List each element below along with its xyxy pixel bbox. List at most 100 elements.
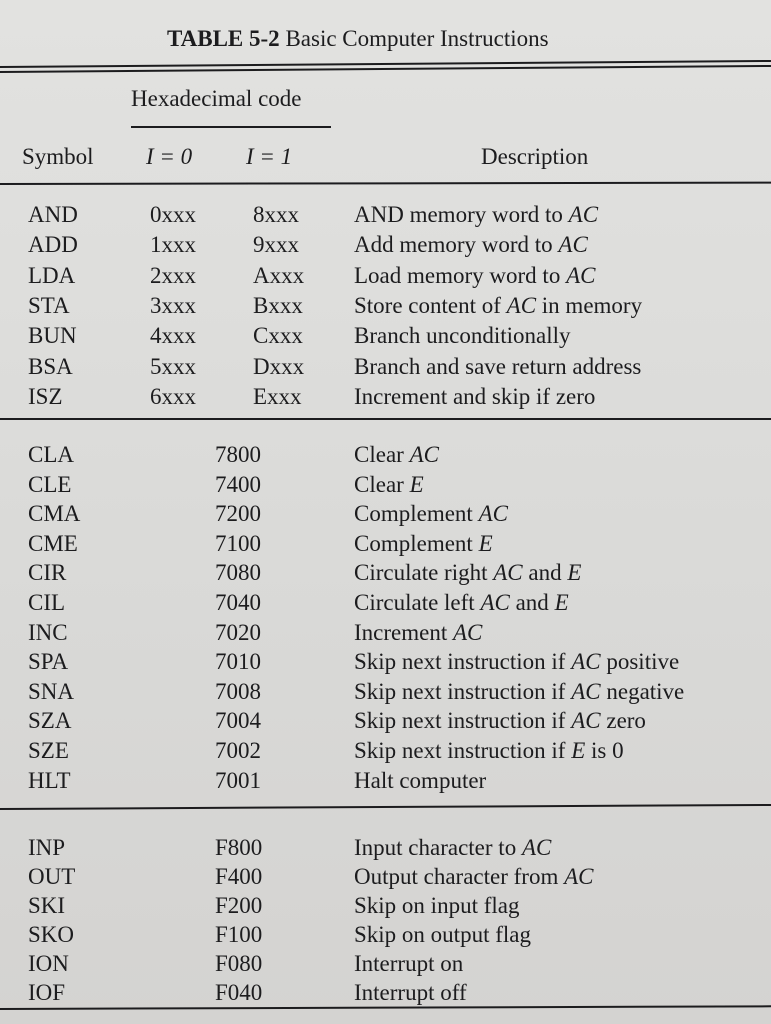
table-row: BUN 4xxx Cxxx Branch unconditionally — [0, 323, 771, 353]
hex-code: 3xxx — [150, 292, 196, 318]
hex-code: 5xxx — [150, 353, 196, 379]
hex-code: F400 — [215, 864, 263, 889]
hex-code: 7010 — [215, 649, 261, 675]
header-rule — [0, 181, 771, 185]
instruction-description: Skip next instruction if AC positive — [354, 649, 680, 675]
hex-code: 7800 — [215, 442, 261, 467]
table-row: INP F800 Input character to AC — [0, 835, 771, 865]
hex-code: 7040 — [215, 590, 261, 615]
instruction-symbol: CLA — [28, 442, 74, 467]
instruction-symbol: BUN — [28, 323, 77, 349]
hex-code: 7008 — [215, 678, 261, 704]
hex-code: 7001 — [215, 767, 261, 793]
table-row: IOF F040 Interrupt off — [0, 980, 771, 1010]
col-i1-label: I = 1 — [246, 144, 293, 169]
instruction-symbol: INP — [28, 835, 66, 860]
instruction-symbol: SZE — [28, 738, 69, 763]
hex-code: Exxx — [253, 383, 302, 409]
section-rule-2 — [0, 803, 771, 810]
hex-code: 7400 — [215, 471, 261, 497]
instruction-symbol: HLT — [28, 767, 71, 793]
instruction-description: Branch and save return address — [354, 353, 642, 379]
hex-code: Axxx — [253, 262, 305, 288]
hex-code: 6xxx — [150, 383, 196, 409]
hex-code: 7100 — [215, 530, 261, 556]
instruction-symbol: SNA — [28, 678, 75, 704]
instruction-description: Clear E — [354, 471, 424, 497]
instruction-symbol: BSA — [28, 353, 73, 379]
table-row: SKI F200 Skip on input flag — [0, 893, 771, 923]
instruction-symbol: ION — [28, 951, 69, 976]
instruction-description: Skip on input flag — [354, 893, 520, 918]
col-symbol: Symbol — [22, 144, 94, 169]
instruction-symbol: IOF — [28, 980, 66, 1005]
col-i1: I = 1 — [246, 144, 292, 170]
instruction-description: Clear AC — [354, 442, 439, 467]
hex-code: Cxxx — [253, 323, 303, 349]
hex-code: 7080 — [215, 560, 261, 586]
instruction-description: Skip on output flag — [354, 922, 531, 947]
hex-code: 8xxx — [253, 202, 299, 227]
instruction-symbol: STA — [28, 292, 70, 318]
instruction-symbol: ADD — [28, 232, 78, 258]
table-caption: Basic Computer Instructions — [285, 26, 549, 51]
instruction-description: AND memory word to AC — [354, 202, 599, 227]
table-row: CIR 7080 Circulate right AC and E — [0, 560, 771, 590]
table-row: CLE 7400 Clear E — [0, 472, 771, 502]
instruction-description: Branch unconditionally — [354, 323, 571, 349]
hex-code-underline — [131, 126, 331, 128]
instruction-symbol: CLE — [28, 471, 72, 497]
instruction-description: Complement AC — [354, 501, 508, 527]
instruction-description: Complement E — [354, 530, 493, 556]
instruction-description: Circulate right AC and E — [354, 560, 582, 586]
instruction-symbol: SKO — [28, 922, 75, 947]
table-title: TABLE 5-2 Basic Computer Instructions — [167, 26, 549, 52]
hex-code: 9xxx — [253, 232, 299, 258]
instruction-symbol: CIR — [28, 560, 67, 586]
instruction-symbol: SPA — [28, 649, 69, 675]
instruction-description: Output character from AC — [354, 864, 594, 889]
instruction-description: Interrupt off — [354, 980, 467, 1005]
hex-code: 1xxx — [150, 232, 196, 258]
instruction-description: Increment AC — [354, 619, 483, 645]
table-row: ADD 1xxx 9xxx Add memory word to AC — [0, 232, 771, 262]
hex-code: F200 — [215, 893, 263, 918]
instruction-description: Load memory word to AC — [354, 262, 596, 288]
hex-code: Bxxx — [253, 292, 303, 318]
instruction-description: Interrupt on — [354, 951, 464, 976]
hex-code: 4xxx — [150, 323, 196, 349]
col-i0-label: I = 0 — [146, 144, 193, 169]
instruction-symbol: LDA — [28, 262, 76, 288]
hex-code: F800 — [215, 835, 263, 860]
table-row: CIL 7040 Circulate left AC and E — [0, 590, 771, 620]
instruction-symbol: INC — [28, 619, 68, 645]
instruction-symbol: CIL — [28, 590, 66, 615]
hex-code-header: Hexadecimal code — [131, 86, 302, 111]
hex-code: Dxxx — [253, 353, 305, 379]
table-row: STA 3xxx Bxxx Store content of AC in memory — [0, 293, 771, 323]
instruction-description: Increment and skip if zero — [354, 383, 596, 409]
instruction-description: Add memory word to AC — [354, 232, 588, 258]
section-rule-1 — [0, 418, 771, 420]
instruction-description: Circulate left AC and E — [354, 590, 569, 615]
instruction-description: Skip next instruction if E is 0 — [354, 738, 624, 763]
col-description: Description — [481, 144, 589, 169]
hex-code: 0xxx — [150, 202, 196, 227]
instruction-description: Input character to AC — [354, 835, 552, 860]
hex-code: F040 — [215, 980, 263, 1005]
table-row: BSA 5xxx Dxxx Branch and save return addres… — [0, 354, 771, 384]
instruction-description: Store content of AC in memory — [354, 292, 643, 318]
hex-code: 7004 — [215, 708, 261, 734]
instruction-symbol: SKI — [28, 893, 66, 918]
